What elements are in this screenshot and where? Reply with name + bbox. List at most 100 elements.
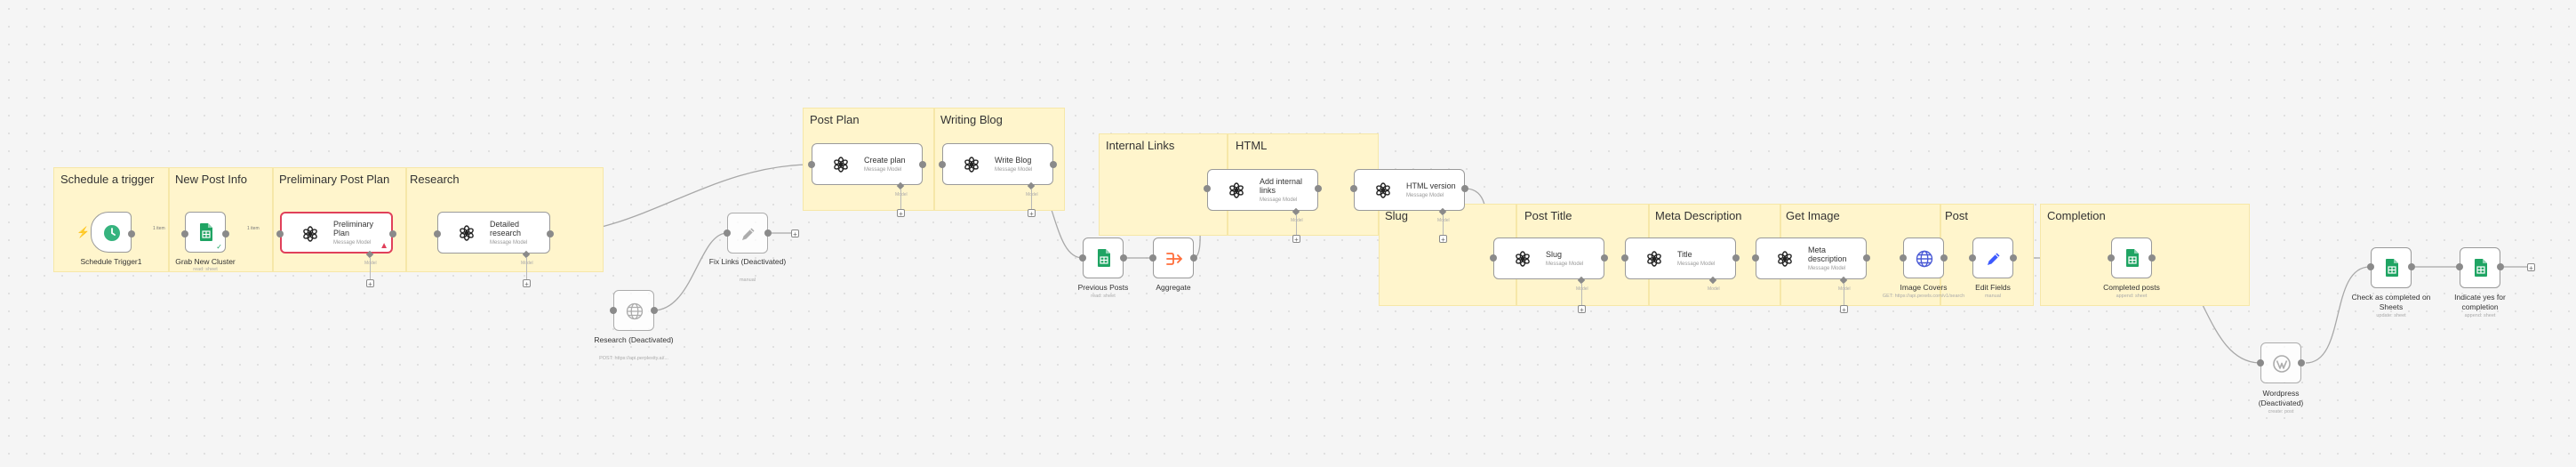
output-port[interactable] (222, 230, 229, 238)
output-port[interactable] (2010, 254, 2017, 262)
sticky-note-internal-links[interactable]: Internal Links (1099, 133, 1228, 236)
preliminary-plan-node[interactable]: Preliminary Plan Message Model ▲ (280, 212, 393, 254)
output-port[interactable] (2497, 263, 2504, 270)
add-model-button[interactable]: + (523, 279, 531, 288)
check-completed-node[interactable] (2371, 247, 2412, 288)
google-sheets-icon (2386, 259, 2398, 277)
sub-connector-line (1581, 283, 1582, 307)
output-port[interactable] (1461, 185, 1468, 192)
node-subtitle: read: sheet (1091, 294, 1116, 299)
input-port[interactable] (1149, 254, 1156, 262)
sub-connector-line (526, 257, 527, 281)
sticky-title: New Post Info (175, 173, 247, 186)
add-model-button[interactable]: + (897, 209, 905, 218)
write-blog-node[interactable]: Write Blog Message Model (942, 143, 1053, 185)
output-port[interactable] (764, 229, 772, 237)
output-port[interactable] (389, 230, 396, 238)
input-port[interactable] (724, 229, 731, 237)
input-port[interactable] (181, 230, 188, 238)
add-model-button[interactable]: + (1292, 235, 1300, 244)
output-port[interactable] (919, 161, 926, 168)
sticky-title: Completion (2047, 209, 2106, 222)
add-node-button[interactable]: + (791, 229, 799, 238)
completed-posts-node[interactable] (2111, 238, 2152, 278)
globe-icon (626, 302, 644, 320)
input-port[interactable] (939, 161, 946, 168)
html-version-node[interactable]: HTML version Message Model (1354, 169, 1465, 211)
indicate-yes-node[interactable] (2460, 247, 2500, 288)
grab-new-cluster-node[interactable]: ✓ (185, 212, 226, 253)
add-model-button[interactable]: + (1840, 305, 1848, 314)
node-label: HTML version (1406, 181, 1456, 190)
add-model-button[interactable]: + (1578, 305, 1586, 314)
research-deactivated-node[interactable] (613, 290, 654, 331)
sticky-title: Post Plan (810, 113, 860, 126)
input-port[interactable] (610, 307, 617, 314)
edit-fields-node[interactable] (1972, 238, 2013, 278)
input-port[interactable] (1969, 254, 1976, 262)
detailed-research-node[interactable]: Detailed research Message Model (437, 212, 550, 254)
node-text: Add internal links Message Model (1260, 170, 1317, 210)
sub-connector-line (1296, 214, 1297, 236)
meta-description-node[interactable]: Meta description Message Model (1756, 238, 1867, 279)
output-port[interactable] (1050, 161, 1057, 168)
node-text: Slug Message Model (1546, 238, 1583, 278)
output-port[interactable] (1601, 254, 1608, 262)
add-model-button[interactable]: + (366, 279, 374, 288)
input-port[interactable] (1752, 254, 1759, 262)
output-port[interactable] (1120, 254, 1127, 262)
add-node-button[interactable]: + (2527, 263, 2535, 272)
output-port[interactable] (1940, 254, 1948, 262)
google-sheets-icon (2475, 259, 2487, 277)
openai-icon (301, 225, 319, 243)
slug-node[interactable]: Slug Message Model (1493, 238, 1604, 279)
input-port[interactable] (2367, 263, 2374, 270)
sticky-title: Get Image (1786, 209, 1840, 222)
image-covers-node[interactable] (1903, 238, 1944, 278)
node-subtitle: Message Model (490, 240, 528, 246)
node-text: Meta description Message Model (1808, 238, 1866, 278)
title-node[interactable]: Title Message Model (1625, 238, 1736, 279)
output-port[interactable] (1863, 254, 1870, 262)
sticky-note-schedule[interactable]: Schedule a trigger (53, 167, 169, 272)
output-port[interactable] (1732, 254, 1740, 262)
output-port[interactable] (547, 230, 554, 238)
schedule-trigger-node[interactable] (91, 212, 132, 253)
input-port[interactable] (1621, 254, 1628, 262)
input-port[interactable] (2257, 359, 2264, 366)
input-port[interactable] (808, 161, 815, 168)
success-check-icon: ✓ (216, 243, 222, 251)
input-port[interactable] (1079, 254, 1086, 262)
node-subtitle: update: sheet (2376, 313, 2406, 318)
aggregate-node[interactable] (1153, 238, 1194, 278)
node-label: Preliminary Plan (333, 220, 374, 238)
node-label: Image Covers (1900, 283, 1948, 292)
add-model-button[interactable]: + (1439, 235, 1447, 244)
output-port[interactable] (128, 230, 135, 238)
output-port[interactable] (651, 307, 658, 314)
input-port[interactable] (276, 230, 284, 238)
output-port[interactable] (2148, 254, 2156, 262)
add-internal-links-node[interactable]: Add internal links Message Model (1207, 169, 1318, 211)
input-port[interactable] (2108, 254, 2115, 262)
previous-posts-node[interactable] (1083, 238, 1124, 278)
google-sheets-icon (200, 223, 212, 241)
output-port[interactable] (2298, 359, 2305, 366)
output-port[interactable] (1190, 254, 1197, 262)
input-port[interactable] (1900, 254, 1907, 262)
input-port[interactable] (2456, 263, 2463, 270)
fix-links-deactivated-node[interactable] (727, 213, 768, 254)
input-port[interactable] (434, 230, 441, 238)
input-port[interactable] (1204, 185, 1211, 192)
output-port[interactable] (1315, 185, 1322, 192)
add-model-button[interactable]: + (1028, 209, 1036, 218)
output-port[interactable] (2408, 263, 2415, 270)
create-plan-node[interactable]: Create plan Message Model (812, 143, 923, 185)
sticky-title: Preliminary Post Plan (279, 173, 390, 186)
input-port[interactable] (1490, 254, 1497, 262)
wordpress-deactivated-node[interactable] (2260, 342, 2301, 383)
node-label: Write Blog (995, 156, 1032, 165)
openai-icon (1514, 250, 1532, 268)
input-port[interactable] (1350, 185, 1357, 192)
